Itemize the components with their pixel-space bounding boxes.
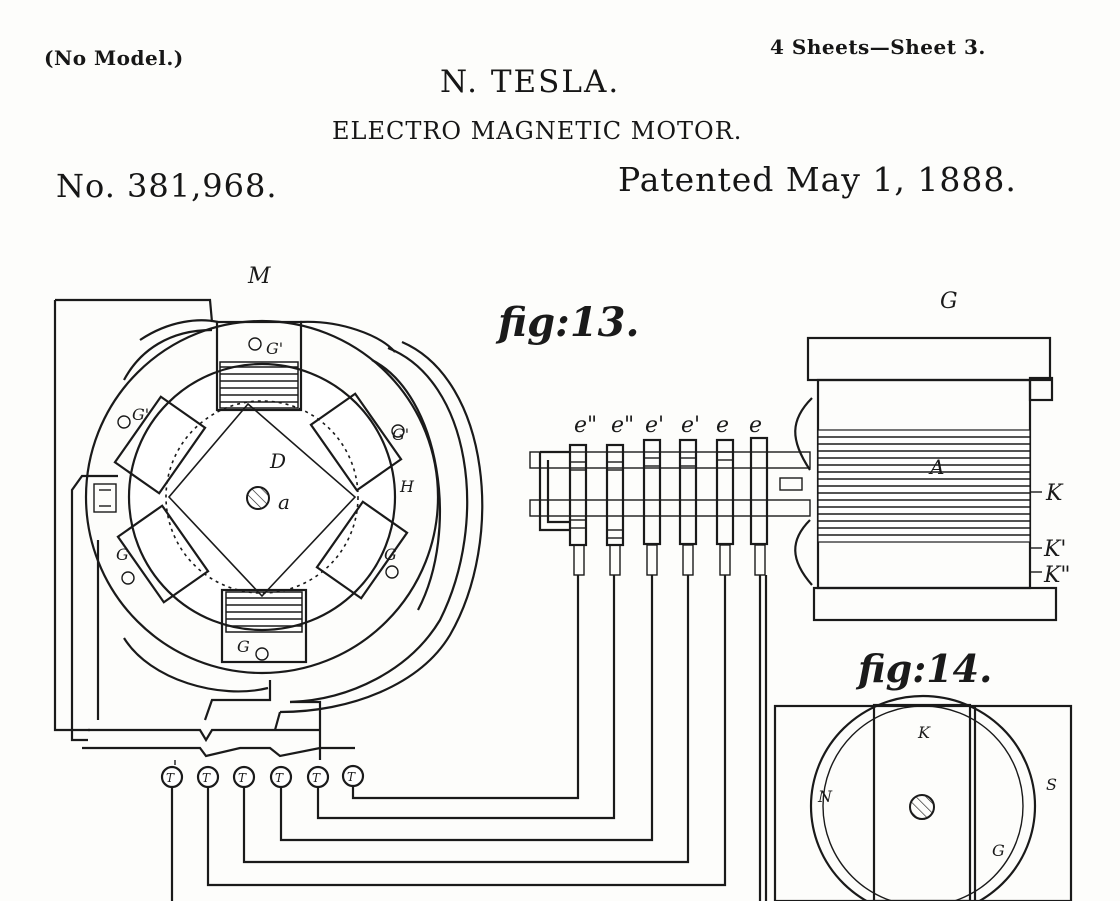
k-prime-label: K' <box>1043 537 1066 562</box>
coil-label-left-low: G <box>116 545 129 564</box>
inventor-name: N. TESLA. <box>440 64 621 100</box>
model-note: (No Model.) <box>44 46 184 70</box>
sheet-count: 4 Sheets—Sheet 3. <box>770 35 986 59</box>
terminal-label-3: T <box>238 771 247 785</box>
fig14-label: fig:14. <box>855 646 992 691</box>
terminal-row: T T T T T T <box>160 575 768 901</box>
terminal-label-1: T <box>166 771 175 785</box>
coil-label-right-up: G' <box>392 425 409 444</box>
ring-label-e0a: e <box>716 413 729 438</box>
ring-label-e0b: e <box>749 413 762 438</box>
coil-label-left: G' <box>132 405 149 424</box>
coil-label-bottom: G <box>237 637 250 656</box>
k-double-label: K" <box>1043 563 1071 588</box>
ring-label-e1a: e' <box>645 413 664 438</box>
terminal-label-5: T <box>312 771 321 785</box>
generator-armature-label: A <box>928 455 944 479</box>
k-label: K <box>1045 481 1064 506</box>
coil-upper-right <box>309 392 403 492</box>
ring-label-e2a: e" <box>574 413 597 438</box>
coil-label-right-low: G <box>384 545 397 564</box>
coil-lower-right <box>315 500 409 600</box>
coil-lower-left <box>116 504 210 604</box>
generator-label: G <box>940 289 958 314</box>
coil-top <box>215 320 303 412</box>
armature-label: D <box>269 449 286 473</box>
patent-number: No. 381,968. <box>56 167 278 205</box>
generator-assembly <box>806 336 1058 622</box>
patent-date: Patented May 1, 1888. <box>618 160 1017 199</box>
fig14-k-label: K <box>917 723 931 742</box>
coil-upper-left <box>113 395 207 495</box>
motor-label: M <box>247 264 271 289</box>
fig14-assembly <box>773 694 1073 901</box>
shaft-label: a <box>278 490 290 514</box>
terminal-label-4: T <box>275 771 284 785</box>
fig14-n-label: N <box>817 787 833 806</box>
coil-bottom <box>220 588 308 664</box>
patent-title: ELECTRO MAGNETIC MOTOR. <box>332 117 743 145</box>
terminal-label-6: T <box>347 770 356 784</box>
fig14-g-label: G <box>992 841 1005 860</box>
slip-ring-assembly: e" e" e' e' e e <box>529 397 813 586</box>
fig14-s-label: S <box>1046 775 1057 794</box>
h-label: H <box>399 477 415 496</box>
motor-assembly <box>53 298 484 760</box>
ring-label-e2b: e" <box>611 413 634 438</box>
terminal-label-2: T <box>202 771 211 785</box>
coil-label-top: G' <box>266 339 283 358</box>
fig13-label: fig:13. <box>495 299 639 346</box>
ring-label-e1b: e' <box>681 413 700 438</box>
